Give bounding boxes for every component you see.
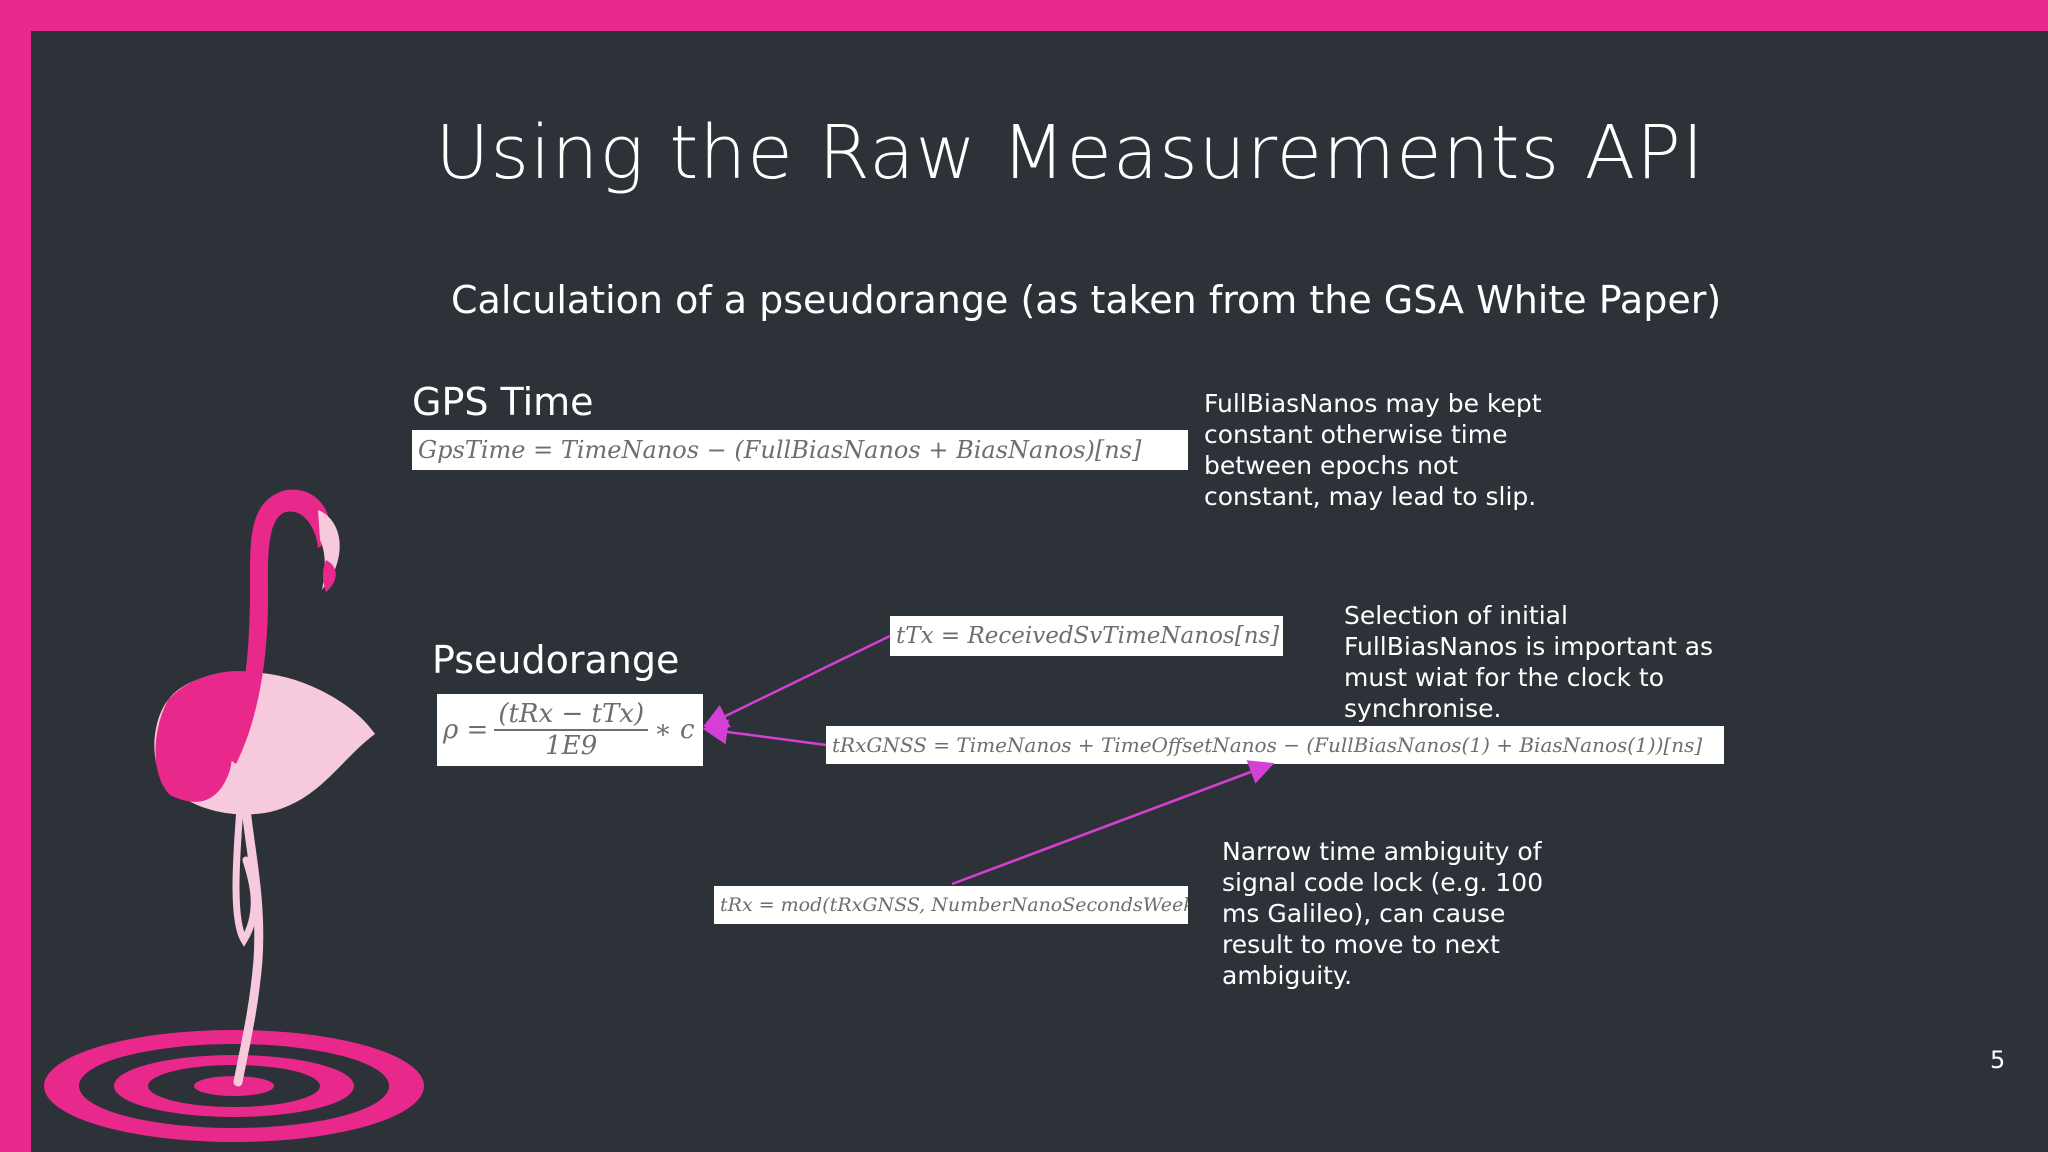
slide-title: Using the Raw Measurements API [435,110,1705,196]
flamingo-wing [155,670,250,802]
pseudorange-label: Pseudorange [432,638,680,682]
slide-subtitle: Calculation of a pseudorange (as taken f… [451,278,1722,322]
flamingo-leg [233,803,264,1087]
flamingo-leg-back [232,804,258,947]
arrow-trx-to-trxgnss [951,760,1275,886]
flamingo-neck [228,489,331,764]
rho-fraction: (tRx − tTx) 1E9 [494,699,649,761]
page-number: 5 [1990,1046,2006,1074]
left-accent-bar [0,0,31,1152]
gps-time-equation: GpsTime = TimeNanos − (FullBiasNanos + B… [412,430,1188,470]
pseudorange-equation: ρ = (tRx − tTx) 1E9 ∗ c [437,694,703,766]
rho-numerator: (tRx − tTx) [494,699,649,731]
gps-time-label: GPS Time [412,380,594,424]
rho-lhs: ρ = [443,715,489,745]
t-rx-gnss-equation: tRxGNSS = TimeNanos + TimeOffsetNanos − … [826,726,1724,764]
target-rings [44,1030,424,1142]
t-tx-equation: tTx = ReceivedSvTimeNanos[ns] [890,616,1283,656]
t-rx-equation: tRx = mod(tRxGNSS, NumberNanoSecondsWeek… [714,886,1188,924]
t-tx-note: Selection of initial FullBiasNanos is im… [1344,601,1714,723]
rho-rhs: ∗ c [654,715,695,745]
arrow-ttx-to-rho [702,634,891,728]
rho-denominator: 1E9 [545,731,598,761]
top-accent-bar [0,0,2048,31]
gps-time-note: FullBiasNanos may be kept constant other… [1204,389,1542,511]
t-rx-note: Narrow time ambiguity of signal code loc… [1222,837,1544,990]
flamingo-beak-tip [323,560,336,592]
arrow-trxgnss-to-rho [702,719,827,747]
